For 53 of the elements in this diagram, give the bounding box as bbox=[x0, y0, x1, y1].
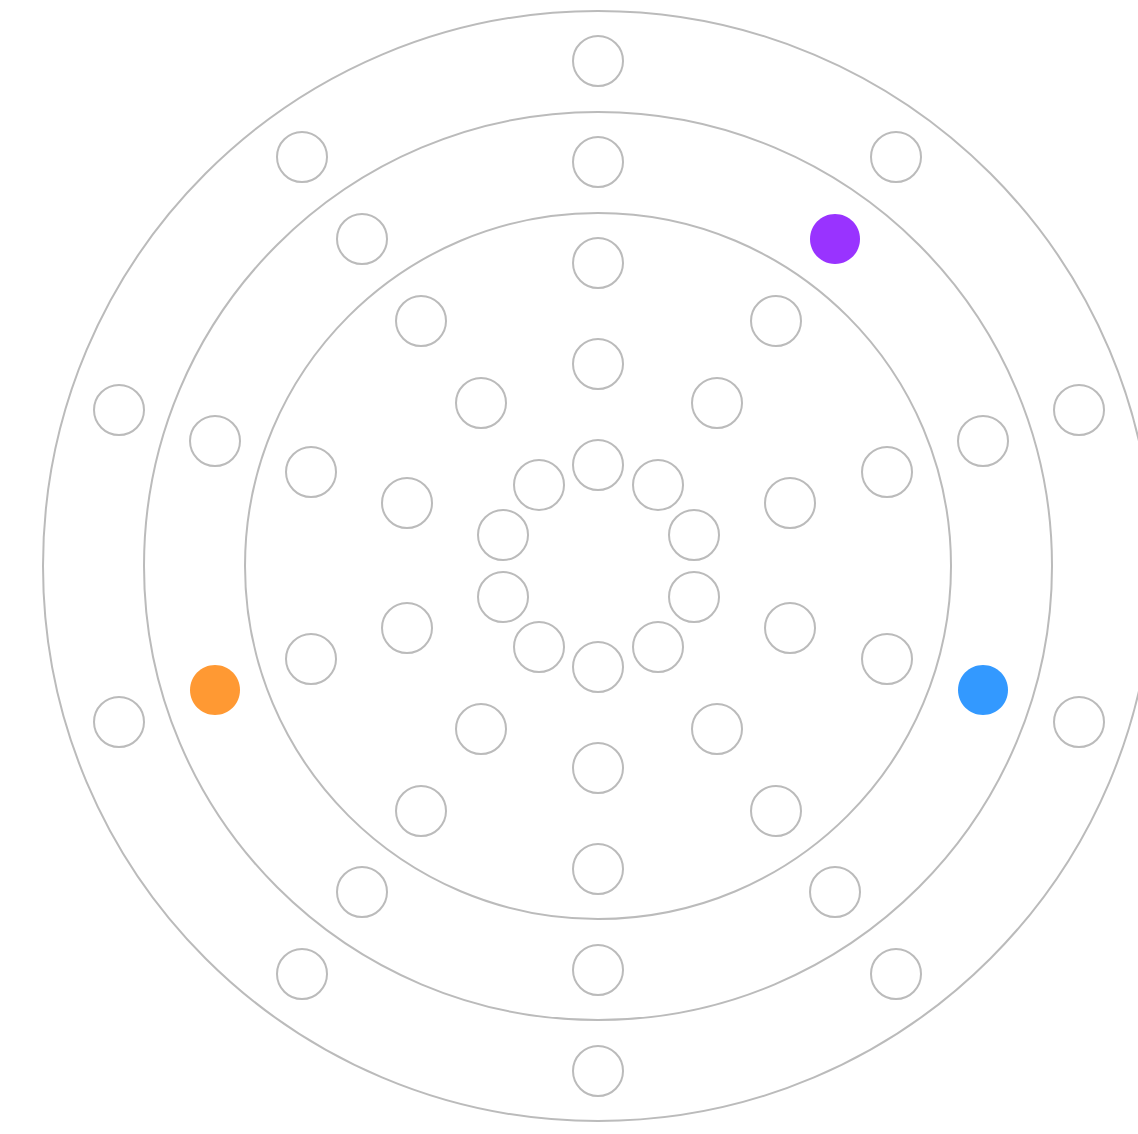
circle bbox=[395, 785, 447, 837]
circle bbox=[691, 377, 743, 429]
circle bbox=[93, 384, 145, 436]
circle bbox=[870, 948, 922, 1000]
circle bbox=[336, 213, 388, 265]
circle bbox=[572, 136, 624, 188]
circle bbox=[477, 509, 529, 561]
circle bbox=[189, 415, 241, 467]
circle bbox=[572, 35, 624, 87]
circle bbox=[336, 866, 388, 918]
circle bbox=[1053, 696, 1105, 748]
circle bbox=[572, 1045, 624, 1097]
circle bbox=[764, 477, 816, 529]
circle bbox=[764, 602, 816, 654]
circle bbox=[861, 633, 913, 685]
dot bbox=[958, 665, 1008, 715]
circle bbox=[276, 948, 328, 1000]
circle bbox=[477, 571, 529, 623]
dot bbox=[190, 665, 240, 715]
circle bbox=[668, 571, 720, 623]
circle bbox=[668, 509, 720, 561]
circle bbox=[691, 703, 743, 755]
circle bbox=[513, 621, 565, 673]
circle bbox=[632, 621, 684, 673]
circle bbox=[572, 641, 624, 693]
dot bbox=[810, 214, 860, 264]
circle bbox=[1053, 384, 1105, 436]
ring bbox=[143, 111, 1053, 1021]
circle bbox=[957, 415, 1009, 467]
circle bbox=[750, 785, 802, 837]
circle bbox=[93, 696, 145, 748]
circle bbox=[381, 477, 433, 529]
ring bbox=[244, 212, 952, 920]
circle bbox=[572, 742, 624, 794]
circle bbox=[395, 295, 447, 347]
circle bbox=[870, 131, 922, 183]
circle bbox=[572, 944, 624, 996]
circle bbox=[809, 866, 861, 918]
circle bbox=[572, 439, 624, 491]
circle bbox=[513, 459, 565, 511]
circle bbox=[572, 338, 624, 390]
circle bbox=[285, 633, 337, 685]
circle bbox=[572, 237, 624, 289]
circle bbox=[750, 295, 802, 347]
circle bbox=[572, 843, 624, 895]
circle bbox=[285, 446, 337, 498]
circle bbox=[455, 703, 507, 755]
circle bbox=[632, 459, 684, 511]
ring bbox=[42, 10, 1138, 1122]
circle bbox=[861, 446, 913, 498]
circle bbox=[276, 131, 328, 183]
circle bbox=[381, 602, 433, 654]
circle bbox=[455, 377, 507, 429]
